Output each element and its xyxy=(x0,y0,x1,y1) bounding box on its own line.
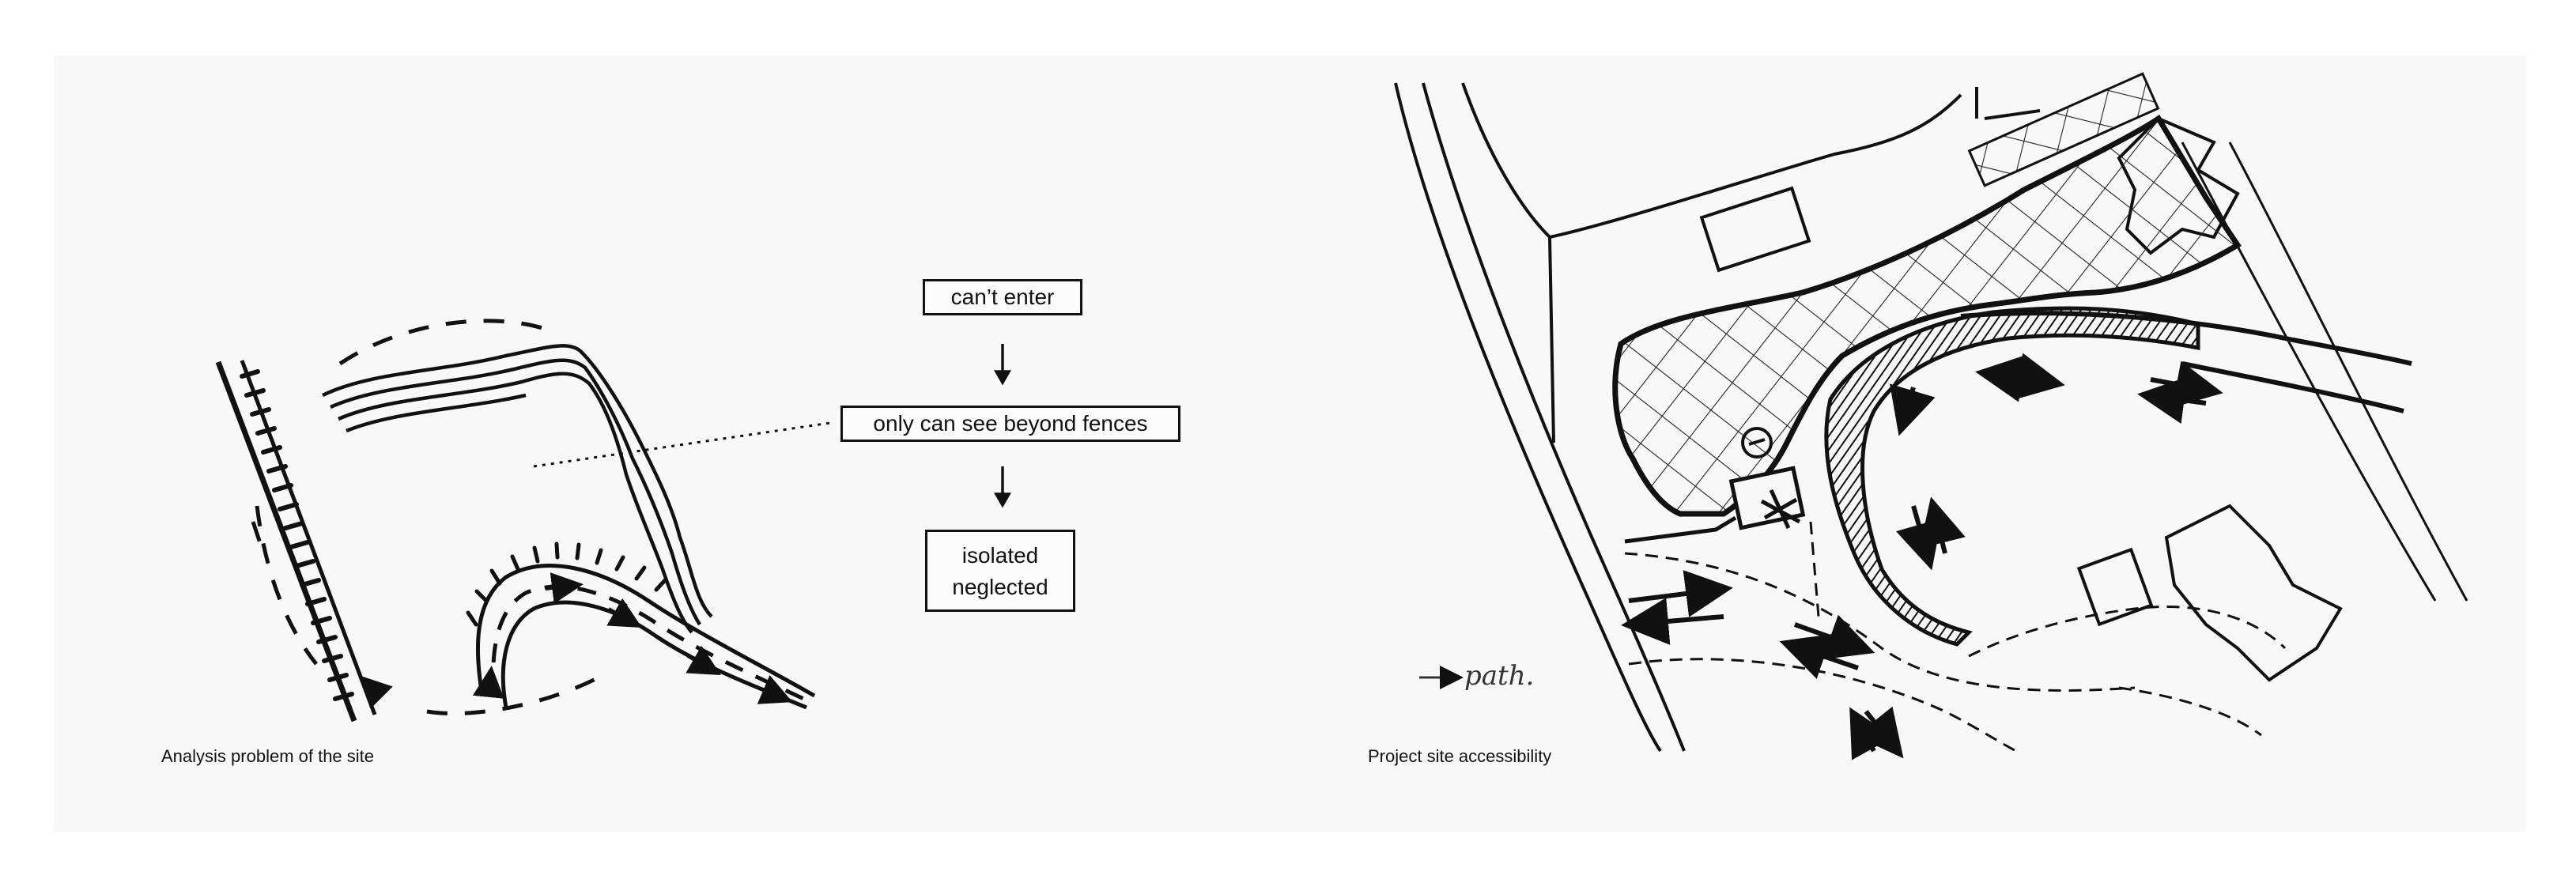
flow-text-see-beyond-fences: only can see beyond fences xyxy=(873,411,1148,436)
right-caption: Project site accessibility xyxy=(1368,746,1552,766)
flow-arrows xyxy=(993,344,1012,508)
right-site-sketch xyxy=(1394,72,2468,760)
viewpoint-circle xyxy=(1741,427,1773,458)
gate-mark xyxy=(1760,489,1801,530)
path-arrows xyxy=(359,572,793,709)
left-caption: Analysis problem of the site xyxy=(161,746,375,766)
flow-text-neglected: neglected xyxy=(952,575,1048,599)
flow-box-isolated-neglected: isolated neglected xyxy=(925,530,1075,612)
flow-box-cant-enter: can’t enter xyxy=(923,279,1082,315)
curve-ticks xyxy=(466,541,668,627)
hatched-wall xyxy=(1824,306,2200,647)
flow-text-cant-enter: can’t enter xyxy=(950,285,1055,309)
parking-strip xyxy=(1967,72,2160,187)
dotted-leader xyxy=(533,421,831,468)
left-site-sketch xyxy=(215,319,1012,723)
hatched-road-strip xyxy=(215,360,377,723)
dashed-boundary xyxy=(251,319,610,716)
curved-path xyxy=(475,564,816,710)
wavy-fences xyxy=(322,344,713,634)
legend-path-label: path. xyxy=(1464,660,1535,692)
flow-text-isolated: isolated xyxy=(961,543,1039,568)
dashed-paths xyxy=(1624,521,2287,753)
main-road xyxy=(1394,82,1962,753)
right-road xyxy=(1960,142,2468,602)
flow-box-see-beyond-fences: only can see beyond fences xyxy=(840,406,1180,442)
access-arrows xyxy=(1621,353,2223,760)
crosshatched-site xyxy=(1612,115,2242,517)
